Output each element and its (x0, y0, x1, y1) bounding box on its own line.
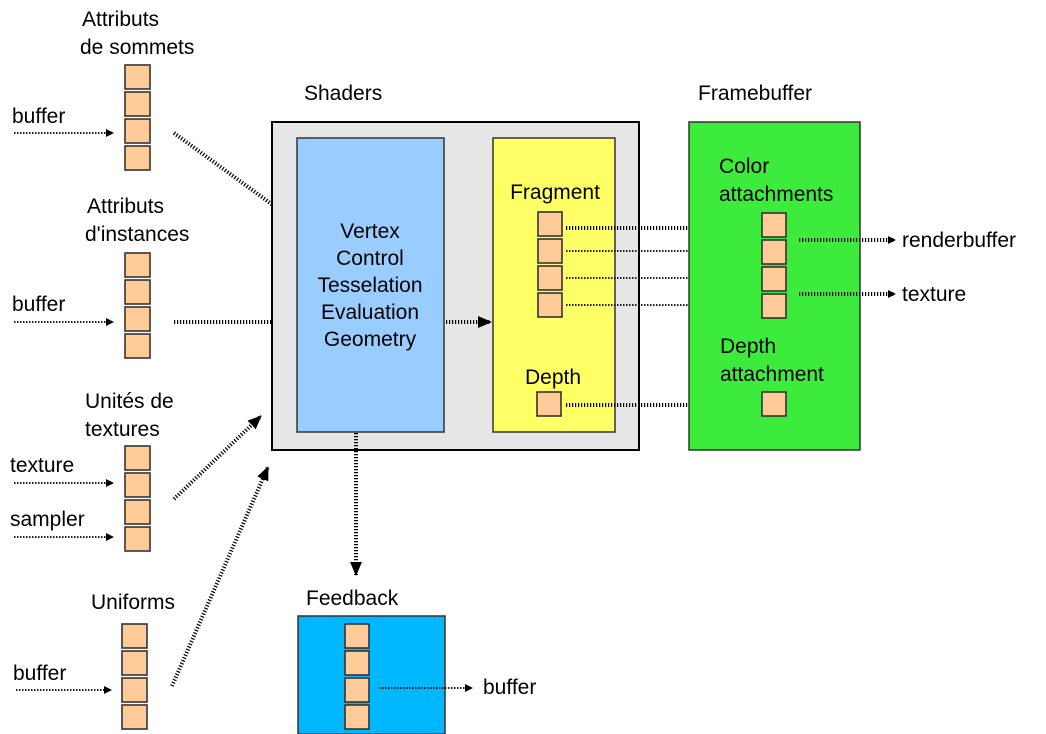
feedback-slot (344, 623, 370, 649)
feedback-slot (344, 677, 370, 703)
shaders-group: Shaders Vertex Control Tesselation Evalu… (271, 82, 640, 451)
uniforms-source: buffer (13, 662, 66, 685)
uniforms-title: Uniforms (91, 591, 175, 614)
instance-attribute-slot (124, 306, 151, 332)
uniform-slot (121, 677, 148, 703)
uniforms-group: Uniforms buffer (13, 466, 270, 730)
framebuffer-title: Framebuffer (698, 82, 812, 105)
vertex-attributes-title-2: de sommets (80, 36, 194, 59)
feedback-output: buffer (483, 676, 536, 699)
color-attachments-title-1: Color (719, 155, 769, 178)
fragment-depth-slot (536, 391, 562, 417)
framebuffer-group: Framebuffer Color attachments Depth atta… (688, 82, 861, 451)
output-texture: texture (902, 283, 966, 306)
fragment-output-slot (537, 238, 563, 264)
vertex-attribute-slot (124, 64, 151, 90)
texture-unit-slot (124, 526, 151, 552)
stage-vertex: Vertex (340, 220, 400, 243)
feedback-title: Feedback (306, 587, 399, 610)
feedback-slot (344, 704, 370, 730)
vertex-attribute-slot (124, 91, 151, 117)
vertex-attributes-group: Attributs de sommets buffer (12, 8, 294, 221)
depth-attachment-title-2: attachment (720, 363, 824, 386)
texture-units-title-2: textures (85, 418, 160, 441)
color-attachment-slot (761, 212, 787, 238)
texture-units-group: Unités de textures texture sampler (10, 390, 263, 552)
vertex-attributes-title-1: Attributs (82, 8, 159, 31)
fragment-output-slot (537, 265, 563, 291)
uniform-slot (121, 704, 148, 730)
texture-units-title-1: Unités de (85, 390, 174, 413)
instance-attribute-slot (124, 333, 151, 359)
texture-unit-slot (124, 445, 151, 471)
fragment-title: Fragment (510, 181, 600, 204)
vertex-stage-box (296, 137, 445, 433)
color-attachment-slot (761, 266, 787, 292)
shaders-title: Shaders (304, 82, 382, 105)
texture-units-source-sampler: sampler (10, 508, 85, 531)
instance-attributes-group: Attributs d'instances buffer (12, 195, 296, 359)
color-attachments-title-2: attachments (719, 183, 833, 206)
feedback-group: Feedback buffer (297, 587, 536, 734)
instance-attributes-title-2: d'instances (85, 223, 189, 246)
instance-attribute-slot (124, 252, 151, 278)
fragment-output-slot (537, 211, 563, 237)
color-attachment-slot (761, 293, 787, 319)
stage-control: Control (336, 247, 404, 270)
vertex-attributes-source: buffer (12, 105, 65, 128)
vertex-attribute-slot (124, 118, 151, 144)
texture-units-source-texture: texture (10, 454, 74, 477)
fragment-output-slot (537, 292, 563, 318)
stage-geometry: Geometry (324, 328, 417, 351)
texture-unit-slot (124, 472, 151, 498)
color-attachment-slot (761, 239, 787, 265)
uniform-slot (121, 650, 148, 676)
uniform-slot (121, 623, 148, 649)
depth-attachment-title-1: Depth (720, 335, 776, 358)
texture-unit-slot (124, 499, 151, 525)
stage-tesselation: Tesselation (317, 274, 422, 297)
feedback-box (297, 615, 446, 734)
output-renderbuffer: renderbuffer (902, 229, 1016, 252)
fragment-depth-label: Depth (525, 366, 581, 389)
vertex-attributes-to-shaders-arrow (172, 131, 294, 221)
feedback-slot (344, 650, 370, 676)
stage-evaluation: Evaluation (321, 301, 419, 324)
instance-attributes-title-1: Attributs (87, 195, 164, 218)
texture-units-to-shaders-arrow (172, 414, 263, 501)
instance-attributes-source: buffer (12, 293, 65, 316)
instance-attribute-slot (124, 279, 151, 305)
vertex-attribute-slot (124, 145, 151, 171)
depth-attachment-slot (761, 391, 787, 417)
uniforms-to-shaders-arrow (170, 466, 270, 687)
